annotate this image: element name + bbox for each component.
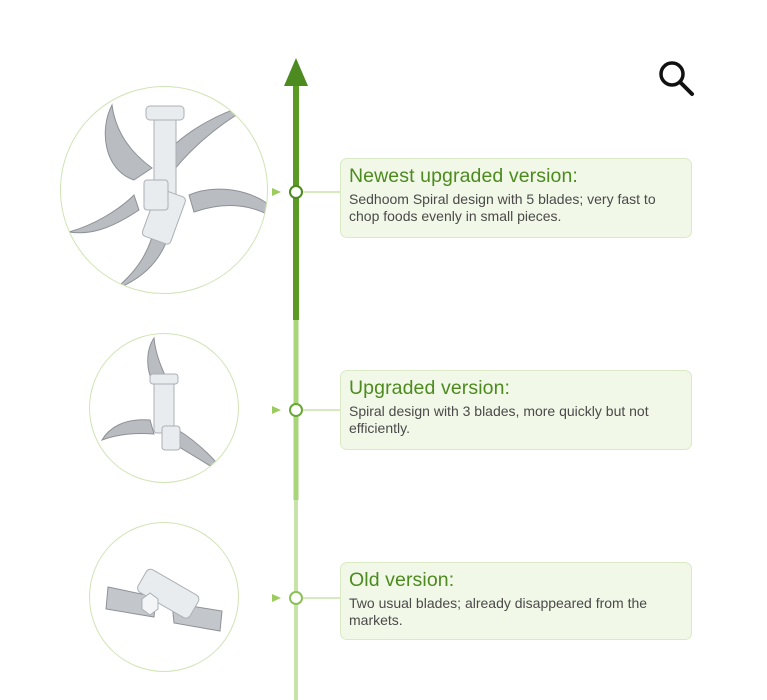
- arrow-head-icon: [284, 58, 308, 86]
- version-title: Newest upgraded version:: [349, 165, 578, 187]
- version-title: Upgraded version:: [349, 377, 511, 399]
- version-title: Old version:: [349, 569, 455, 591]
- zoom-button[interactable]: [654, 56, 698, 100]
- version-description: Two usual blades; already disappeared fr…: [349, 595, 648, 628]
- version-description: Spiral design with 3 blades, more quickl…: [349, 403, 649, 436]
- timeline-node-2: [272, 403, 340, 417]
- magnifier-icon: [659, 61, 694, 96]
- version-card-newest: Newest upgraded version: Sedhoom Spiral …: [340, 158, 692, 238]
- three-blade-image: [89, 333, 239, 483]
- version-card-upgraded: Upgraded version: Spiral design with 3 b…: [340, 370, 692, 450]
- timeline-node-1: [272, 185, 340, 199]
- five-blade-image: [60, 86, 268, 294]
- two-blade-image: [89, 522, 239, 672]
- version-description: Sedhoom Spiral design with 5 blades; ver…: [349, 191, 656, 224]
- version-card-old: Old version: Two usual blades; already d…: [340, 562, 692, 640]
- timeline-node-3: [272, 591, 340, 605]
